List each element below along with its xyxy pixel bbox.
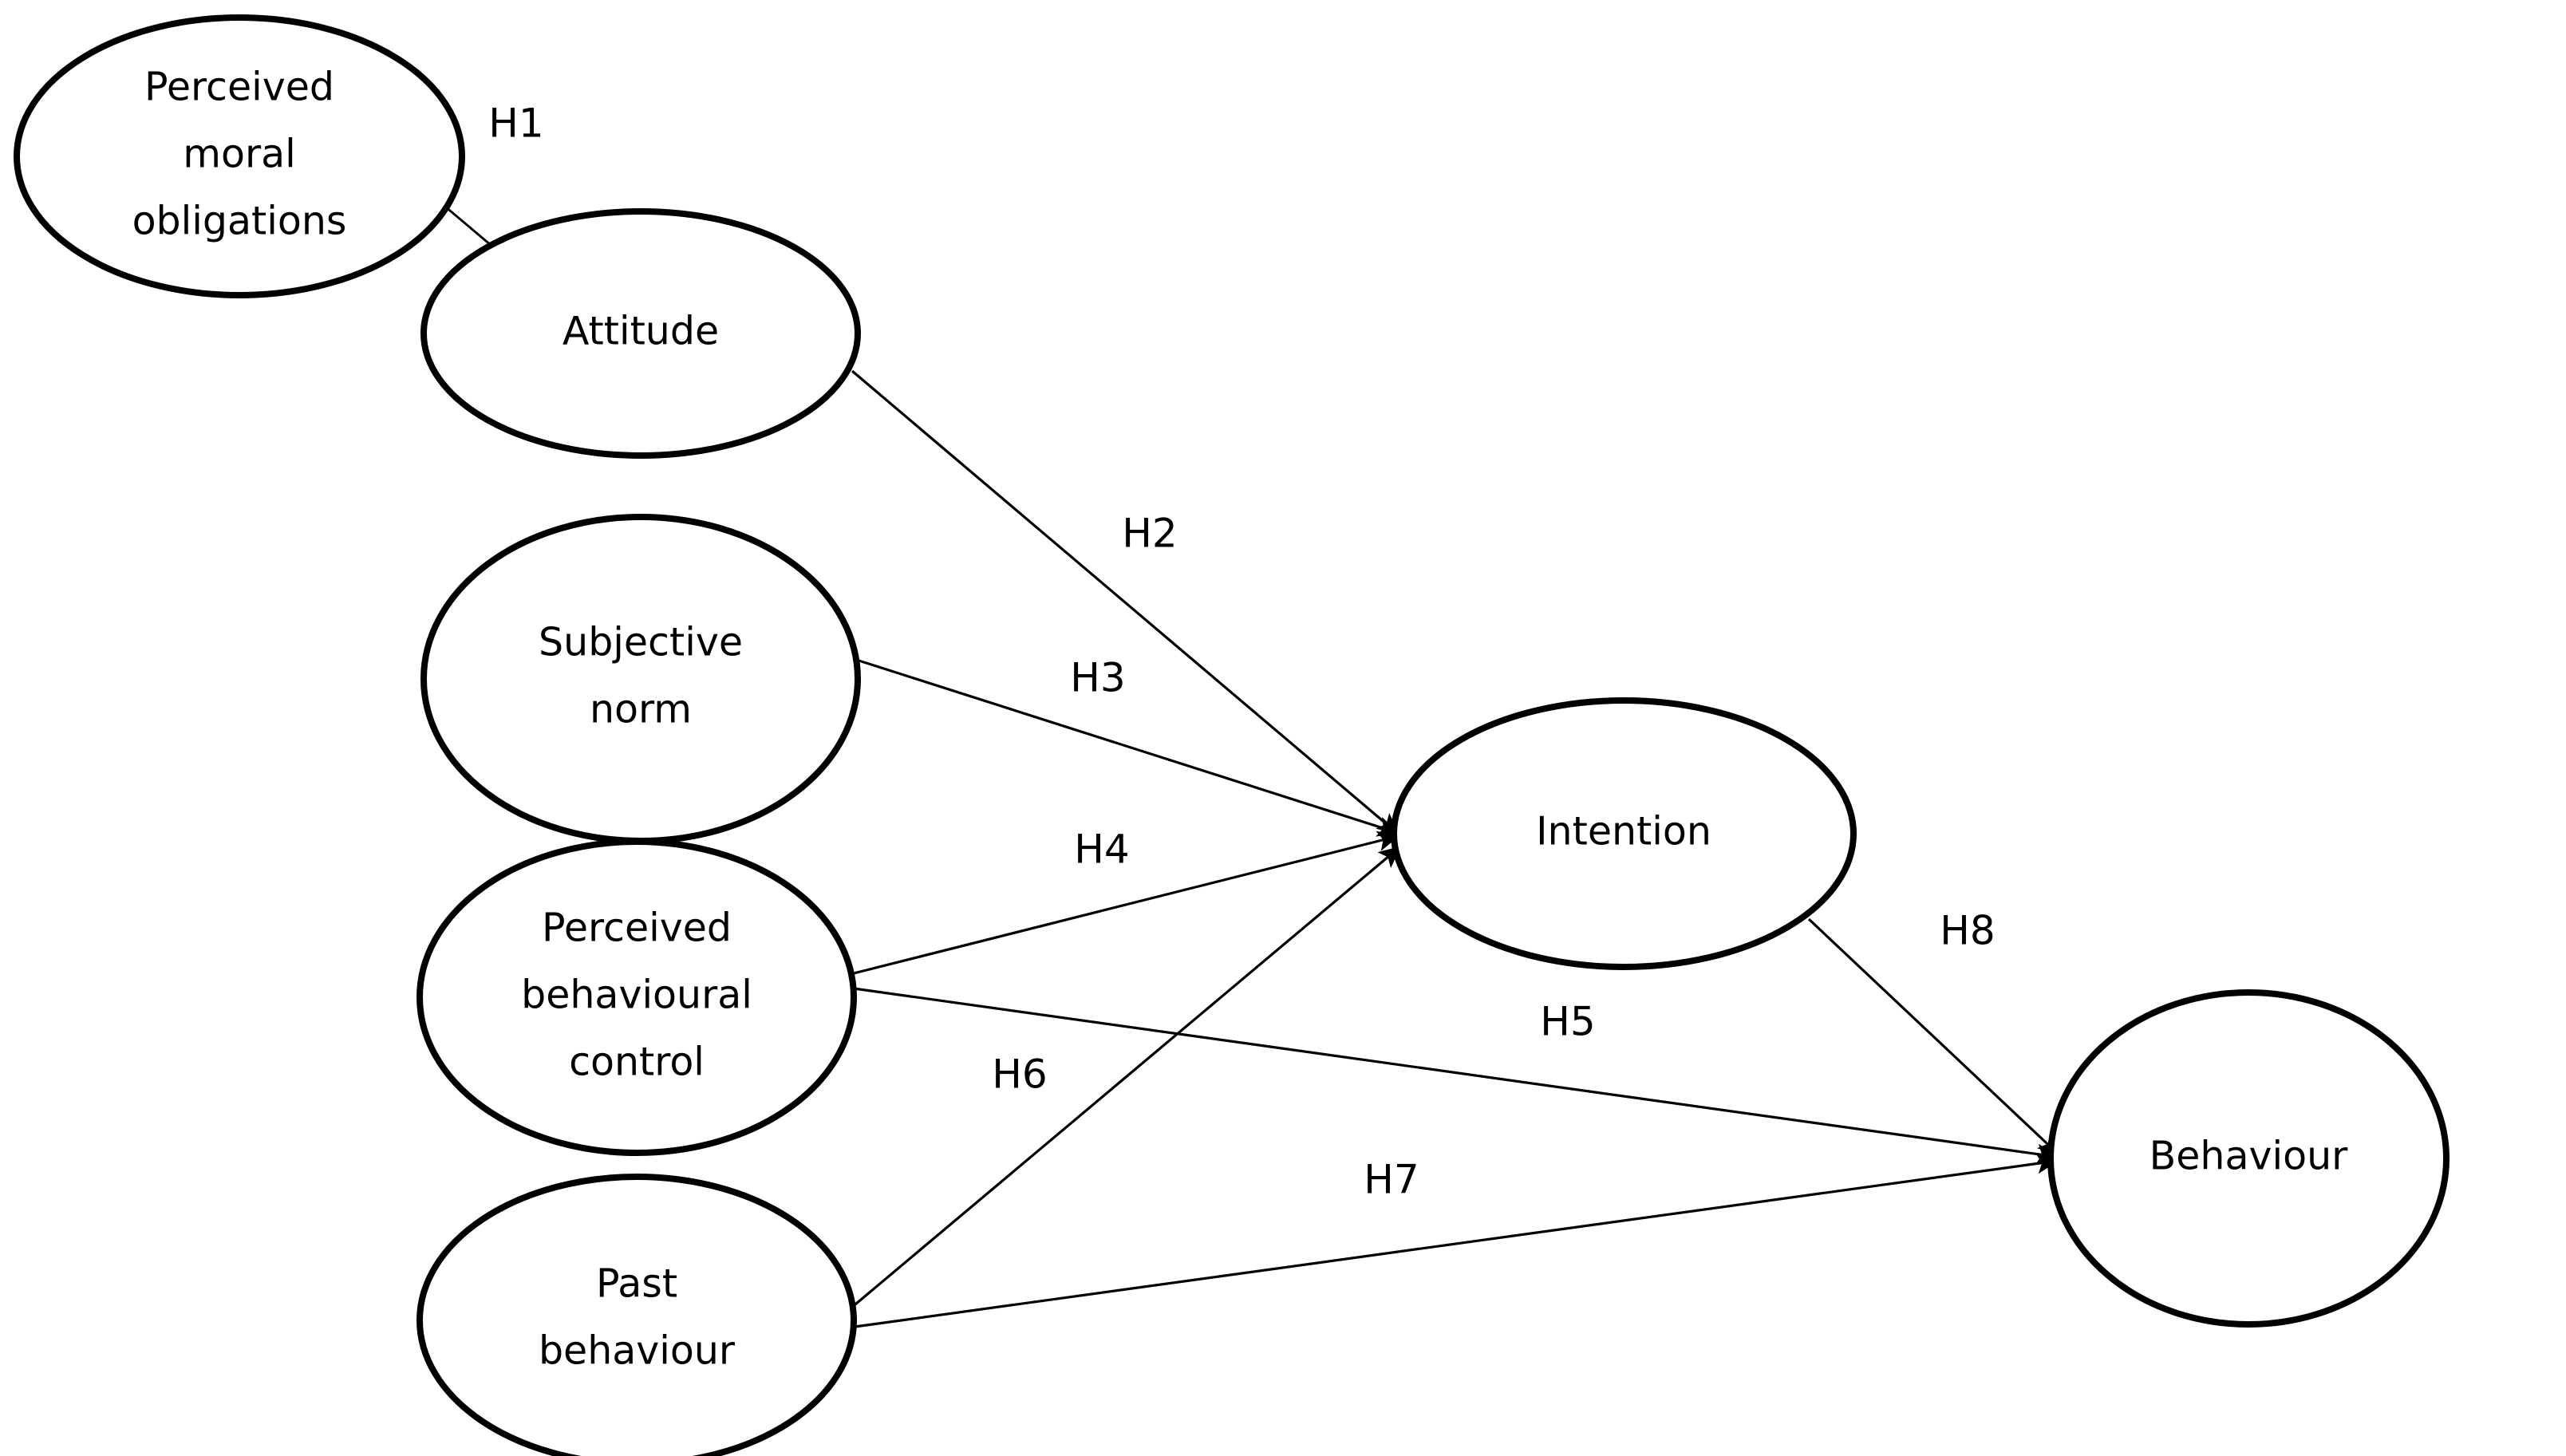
node-label-perceived-moral-obligations-line1: Perceived [144,65,334,110]
node-label-behaviour: Behaviour [2150,1134,2348,1179]
ellipse-subjective-norm[interactable] [420,514,861,844]
edge-h7: H7 [848,1153,2059,1329]
ellipse-intention[interactable] [1391,697,1857,970]
node-label-intention: Intention [1536,809,1711,854]
node-past-behaviour[interactable]: Past behaviour [416,1174,857,1456]
node-perceived-moral-obligations[interactable]: Perceived moral obligations [14,14,465,298]
edge-h5: H5 [847,986,2059,1165]
edge-h2-label: H2 [1122,511,1177,557]
ellipse-perceived-behavioural-control[interactable] [416,838,857,1156]
node-label-perceived-moral-obligations-line2: moral [183,132,296,177]
edge-h6-line [844,846,1401,1314]
edge-h6-label: H6 [992,1052,1047,1098]
edge-h7-line [848,1153,2059,1329]
edge-h3-line [851,657,1400,837]
node-label-attitude: Attitude [563,309,719,354]
node-subjective-norm[interactable]: Subjective norm [420,514,861,844]
ellipse-perceived-moral-obligations[interactable] [14,14,465,298]
ellipse-behaviour[interactable] [2047,989,2450,1328]
edge-h5-line [847,986,2059,1165]
edge-h2: H2 [851,369,1399,835]
edge-h8-line [1807,917,2060,1156]
node-label-past-behaviour-line1: Past [596,1261,677,1307]
edge-h6: H6 [844,846,1401,1314]
node-intention[interactable]: Intention [1391,697,1857,970]
edge-h1-label: H1 [488,101,543,147]
edge-h3-label: H3 [1070,655,1125,701]
edge-h3: H3 [851,655,1400,837]
node-label-perceived-moral-obligations-line3: obligations [132,199,347,244]
node-attitude[interactable]: Attitude [420,208,861,459]
node-label-past-behaviour-line2: behaviour [539,1328,736,1374]
node-label-subjective-norm-line1: Subjective [539,620,743,665]
edge-h8: H8 [1807,908,2060,1156]
edge-h8-label: H8 [1940,908,1995,954]
edge-h4-label: H4 [1074,827,1129,873]
node-label-subjective-norm-line2: norm [590,687,692,732]
node-perceived-behavioural-control[interactable]: Perceived behavioural control [416,838,857,1156]
edge-h4-line [847,831,1400,977]
ellipse-attitude[interactable] [420,208,861,459]
node-label-perceived-behavioural-control-line3: control [569,1040,705,1085]
edge-h5-label: H5 [1540,999,1595,1045]
edge-h2-line [851,369,1399,835]
edge-h7-label: H7 [1364,1157,1419,1203]
node-label-perceived-behavioural-control-line1: Perceived [542,906,732,951]
node-behaviour[interactable]: Behaviour [2047,989,2450,1328]
ellipse-past-behaviour[interactable] [416,1174,857,1456]
edge-h4: H4 [847,827,1400,977]
node-label-perceived-behavioural-control-line2: behavioural [521,973,752,1018]
